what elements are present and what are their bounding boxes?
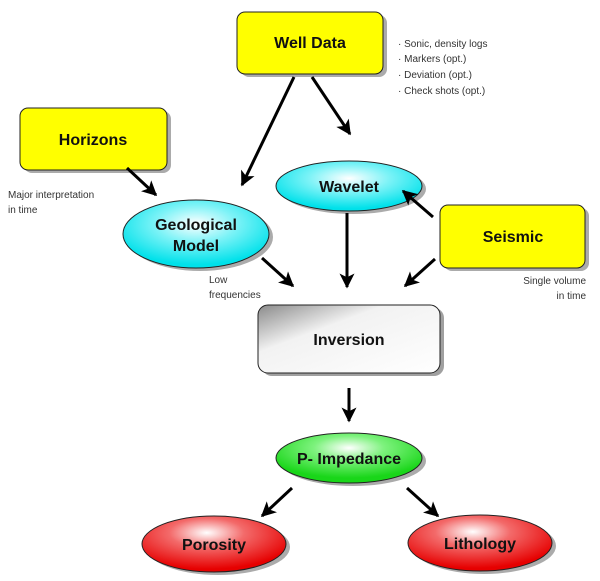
well-data-label: Well Data [274,35,346,52]
node-p-impedance: P- Impedance [275,432,426,486]
seismic-notes: Single volume in time [523,276,586,302]
arrow-seismic-to-wavelet [401,189,434,219]
edges [125,76,440,518]
inversion-label: Inversion [313,332,384,349]
arrow-p-impedance-to-lithology [405,486,440,518]
porosity-label: Porosity [182,537,246,554]
node-porosity: Porosity [141,515,290,575]
arrow-geological-model-to-inversion [260,256,295,288]
note-line: · Check shots (opt.) [398,86,485,97]
arrow-horizons-to-geological-model [125,166,158,197]
well-data-notes: · Sonic, density logs · Markers (opt.) ·… [398,39,488,97]
horizons-notes: Major interpretation in time [8,190,94,216]
node-well-data: Well Data [236,11,387,77]
node-lithology: Lithology [407,514,556,574]
geological-model-label-line1: Geological [155,217,237,234]
geological-model-notes: Low frequencies [209,275,261,301]
arrow-p-impedance-to-porosity [260,486,294,518]
note-line: in time [8,205,38,216]
lithology-label: Lithology [444,536,516,553]
seismic-label: Seismic [483,229,544,246]
note-line: Single volume [523,276,586,287]
horizons-label: Horizons [59,132,128,149]
note-line: frequencies [209,290,261,301]
note-line: · Sonic, density logs [398,39,488,50]
node-seismic: Seismic [439,204,589,271]
note-line: · Markers (opt.) [398,54,466,65]
arrow-seismic-to-inversion [403,257,437,288]
note-line: Major interpretation [8,190,94,201]
note-line: · Deviation (opt.) [398,70,472,81]
geological-model-label-line2: Model [173,238,219,255]
node-geological-model: Geological Model [122,199,273,271]
arrow-well-data-to-wavelet [310,76,352,136]
arrow-well-data-to-geological-model [240,76,296,187]
note-line: Low [209,275,228,286]
node-inversion: Inversion [257,304,444,376]
note-line: in time [557,291,587,302]
node-horizons: Horizons [19,107,171,173]
p-impedance-label: P- Impedance [297,451,401,468]
wavelet-label: Wavelet [319,179,380,196]
node-wavelet: Wavelet [275,160,426,214]
